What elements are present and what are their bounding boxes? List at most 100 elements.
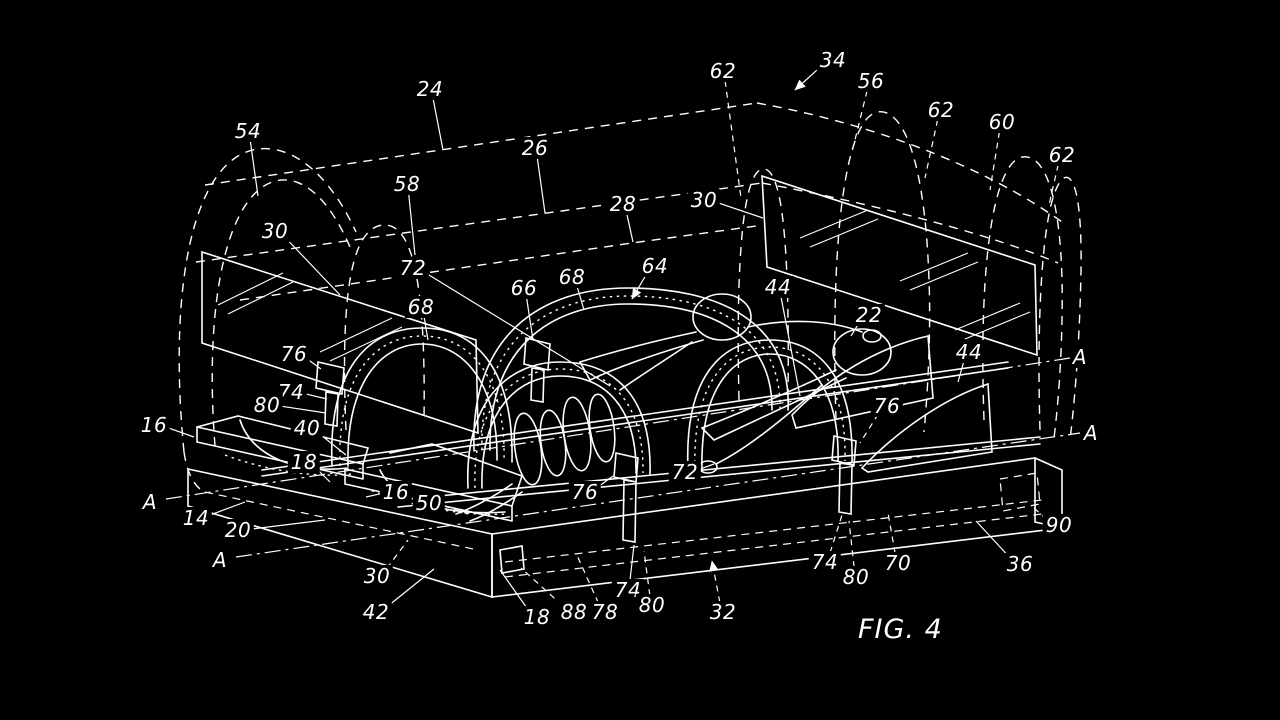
ref-label-62-9: 62 <box>1045 144 1079 166</box>
ref-label-62-7: 62 <box>924 99 958 121</box>
window-panels <box>201 174 1038 435</box>
ref-label-22-19: 22 <box>852 304 886 326</box>
beam-channel-78 <box>504 499 1043 578</box>
ref-label-60-8: 60 <box>985 111 1019 133</box>
ref-label-20-32: 20 <box>221 519 255 541</box>
ref-label-34-5: 34 <box>816 49 850 71</box>
leader-line-30-10 <box>285 237 341 296</box>
seat-tray-left <box>196 415 369 480</box>
leader-line-76-22 <box>859 413 879 444</box>
canopy-top-edge-24 <box>204 102 758 186</box>
ref-label-32-45: 32 <box>706 601 740 623</box>
canopy-right-slope-upper <box>756 102 1063 223</box>
ref-label-44-20: 44 <box>952 341 986 363</box>
leader-line-44-18 <box>780 296 801 397</box>
ref-label-A-23: A <box>1080 422 1102 444</box>
ref-label-76-22: 76 <box>870 395 904 417</box>
leader-line-18-40 <box>499 569 529 610</box>
occupant-front-knee-2 <box>539 409 567 477</box>
occupant-rear-hand <box>862 329 882 343</box>
glare-right-window-2 <box>899 252 979 291</box>
support-rails <box>261 361 1041 508</box>
leader-line-74-43 <box>629 544 635 581</box>
ref-label-66-15: 66 <box>507 277 541 299</box>
leader-line-66-15 <box>526 297 534 341</box>
arch-4-outer <box>686 339 853 471</box>
leader-line-80-26 <box>281 405 327 414</box>
leader-line-42-37 <box>387 568 435 607</box>
glare-right-window-3 <box>954 302 1031 340</box>
canopy-hoop-62 <box>1038 176 1082 441</box>
ref-label-A-35: A <box>209 549 231 571</box>
leader-line-62-7 <box>924 119 939 179</box>
ref-label-68-16: 68 <box>555 266 589 288</box>
canopy-hoop-center <box>737 168 789 401</box>
ref-label-72-39: 72 <box>668 461 702 483</box>
leader-lines <box>168 65 1059 610</box>
ref-label-18-40: 18 <box>520 606 554 628</box>
arch-3-inner <box>481 375 637 489</box>
occupant-front-head-22 <box>832 328 892 376</box>
base-platform <box>187 457 1063 599</box>
arch-4-inner <box>701 353 839 471</box>
right-window-panel-30 <box>761 174 1038 357</box>
ref-label-16-33: 16 <box>379 481 413 503</box>
restraint-arch-centerlines <box>339 295 846 489</box>
arch-2-outer-64 <box>473 287 789 451</box>
ref-label-78-42: 78 <box>588 601 622 623</box>
beam-channels <box>204 472 1043 578</box>
leader-line-60-8 <box>989 131 1000 191</box>
ref-label-56-6: 56 <box>854 70 888 92</box>
ref-label-42-37: 42 <box>359 601 393 623</box>
leader-line-58-3 <box>408 193 416 256</box>
mount-post-4-76-74-80 <box>831 435 857 515</box>
canopy-right-slope-lower <box>761 182 1059 264</box>
leader-line-68-14 <box>423 316 429 341</box>
leader-line-72-13 <box>425 272 611 387</box>
restraint-arches <box>330 287 853 489</box>
leader-line-72-39 <box>699 463 715 470</box>
ref-label-54-1: 54 <box>231 120 265 142</box>
mount-bracket-88 <box>499 545 525 574</box>
leader-line-64-17 <box>631 273 647 300</box>
leader-line-14-31 <box>210 501 246 516</box>
leader-line-30-36 <box>386 539 409 569</box>
leader-line-80-44 <box>643 550 651 596</box>
ref-label-A-30: A <box>139 491 161 513</box>
ref-label-14-31: 14 <box>179 507 213 529</box>
leader-line-54-1 <box>249 140 259 197</box>
leader-line-62-4 <box>724 80 742 199</box>
ref-label-90-50: 90 <box>1042 514 1076 536</box>
ref-label-58-3: 58 <box>390 173 424 195</box>
ref-label-62-4: 62 <box>706 60 740 82</box>
occupant-rear-arm-extended <box>747 320 863 333</box>
leader-line-16-33 <box>365 493 382 498</box>
arch-2-inner <box>489 303 773 451</box>
occupant-front-torso-upper <box>701 369 837 429</box>
occupant-front <box>455 328 892 522</box>
leader-line-88-41 <box>520 567 563 607</box>
ref-label-40-28: 40 <box>290 417 324 439</box>
ref-label-A-21: A <box>1069 346 1091 368</box>
occupant-rear-knee-2 <box>588 393 616 463</box>
leader-line-78-42 <box>575 552 599 604</box>
mount-post-3-76-74-80 <box>613 452 639 543</box>
leader-line-28-11 <box>626 213 634 243</box>
ref-label-28-11: 28 <box>606 193 640 215</box>
leader-line-24-0 <box>432 98 444 151</box>
right-rocker-beam-32-36 <box>491 457 1063 598</box>
ref-label-64-17: 64 <box>638 255 672 277</box>
ref-label-30-36: 30 <box>360 565 394 587</box>
ref-label-72-13: 72 <box>396 257 430 279</box>
canopy-hoop-56 <box>834 111 931 433</box>
ref-label-76-38: 76 <box>568 481 602 503</box>
leader-line-80-47 <box>848 520 855 568</box>
leader-line-26-2 <box>536 157 546 214</box>
leader-line-62-9 <box>1048 164 1059 206</box>
figure-caption: FIG. 4 <box>858 614 943 645</box>
canopy-hoop-60 <box>982 156 1063 439</box>
ref-label-30-10: 30 <box>258 220 292 242</box>
arch-4-centerline <box>694 346 846 471</box>
ref-label-44-18: 44 <box>761 276 795 298</box>
